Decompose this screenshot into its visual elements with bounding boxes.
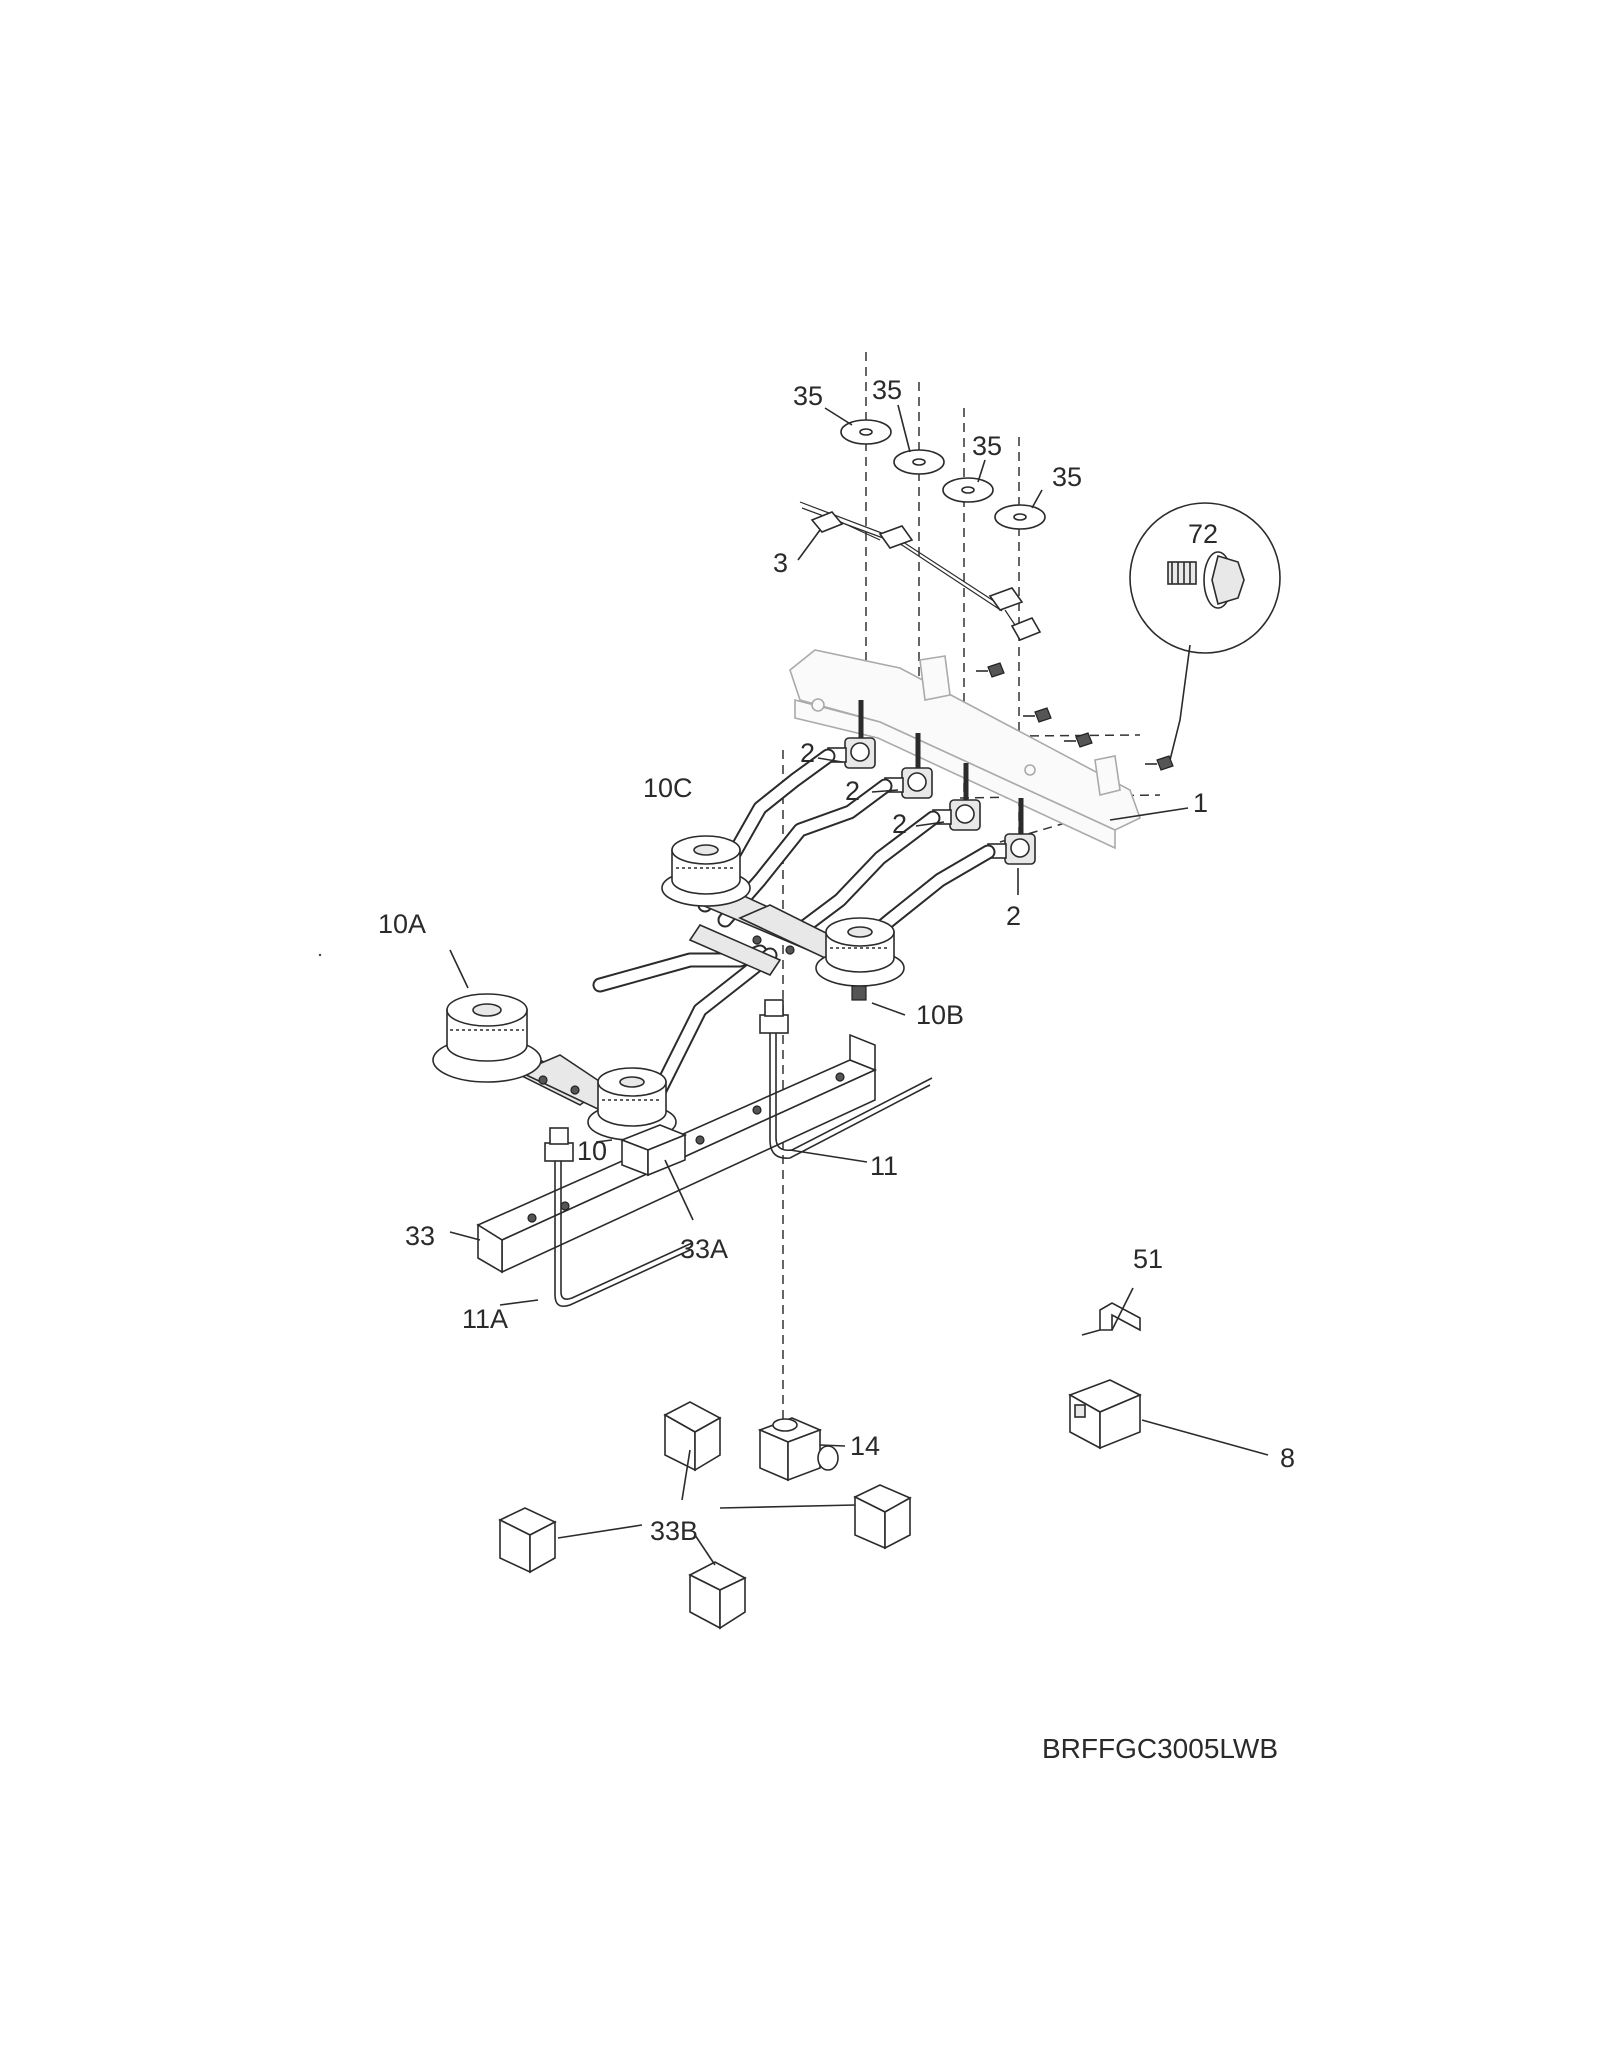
knob-washer [893, 449, 945, 475]
burner-tubes [592, 748, 996, 1098]
clip-51 [1081, 1302, 1141, 1336]
label-35: 35 [1052, 462, 1082, 492]
burner-10b [815, 917, 905, 1001]
knob-washer [942, 477, 994, 503]
stray-mark [318, 953, 322, 957]
label-10: 10 [577, 1136, 607, 1166]
label-2: 2 [1006, 901, 1021, 931]
label-33: 33 [405, 1221, 435, 1251]
label-2: 2 [845, 776, 860, 806]
screw-detail-callout [1129, 502, 1281, 761]
burner-10a [432, 993, 542, 1083]
label-2: 2 [800, 738, 815, 768]
label-1: 1 [1193, 788, 1208, 818]
label-14: 14 [850, 1431, 880, 1461]
label-35: 35 [793, 381, 823, 411]
label-10a: 10A [378, 909, 426, 939]
label-72: 72 [1188, 519, 1218, 549]
knob-washer [840, 419, 892, 445]
manifold-screws [976, 662, 1174, 771]
foot-bracket [663, 1401, 722, 1472]
foot-bracket [498, 1507, 557, 1574]
label-10c: 10C [643, 773, 693, 803]
knob-washer [994, 504, 1046, 530]
label-11a: 11A [462, 1304, 508, 1334]
label-8: 8 [1280, 1443, 1295, 1473]
thermocouple-11a [544, 1127, 693, 1308]
gas-valve [827, 700, 876, 769]
label-33b: 33B [650, 1516, 698, 1546]
label-33a: 33A [680, 1234, 728, 1264]
pressure-regulator-14 [757, 1417, 839, 1482]
label-10b: 10B [916, 1000, 964, 1030]
block-8 [1068, 1379, 1142, 1450]
part-labels: 35 35 35 35 72 3 1 2 2 2 2 10C 10A 10B 1… [378, 375, 1295, 1546]
label-11: 11 [870, 1151, 898, 1181]
model-number: BRFFGC3005LWB [1042, 1733, 1278, 1764]
burner-10c [661, 835, 751, 907]
manifold-bracket [789, 649, 1141, 850]
label-3: 3 [773, 548, 788, 578]
bracket-block-33a [619, 1124, 688, 1177]
foot-bracket [688, 1561, 747, 1630]
leader-lines [449, 404, 1269, 1566]
switch-harness [799, 501, 1042, 642]
label-2: 2 [892, 809, 907, 839]
label-35: 35 [872, 375, 902, 405]
label-51: 51 [1133, 1244, 1163, 1274]
gas-valve [884, 733, 933, 799]
foot-bracket [853, 1484, 912, 1550]
label-35: 35 [972, 431, 1002, 461]
